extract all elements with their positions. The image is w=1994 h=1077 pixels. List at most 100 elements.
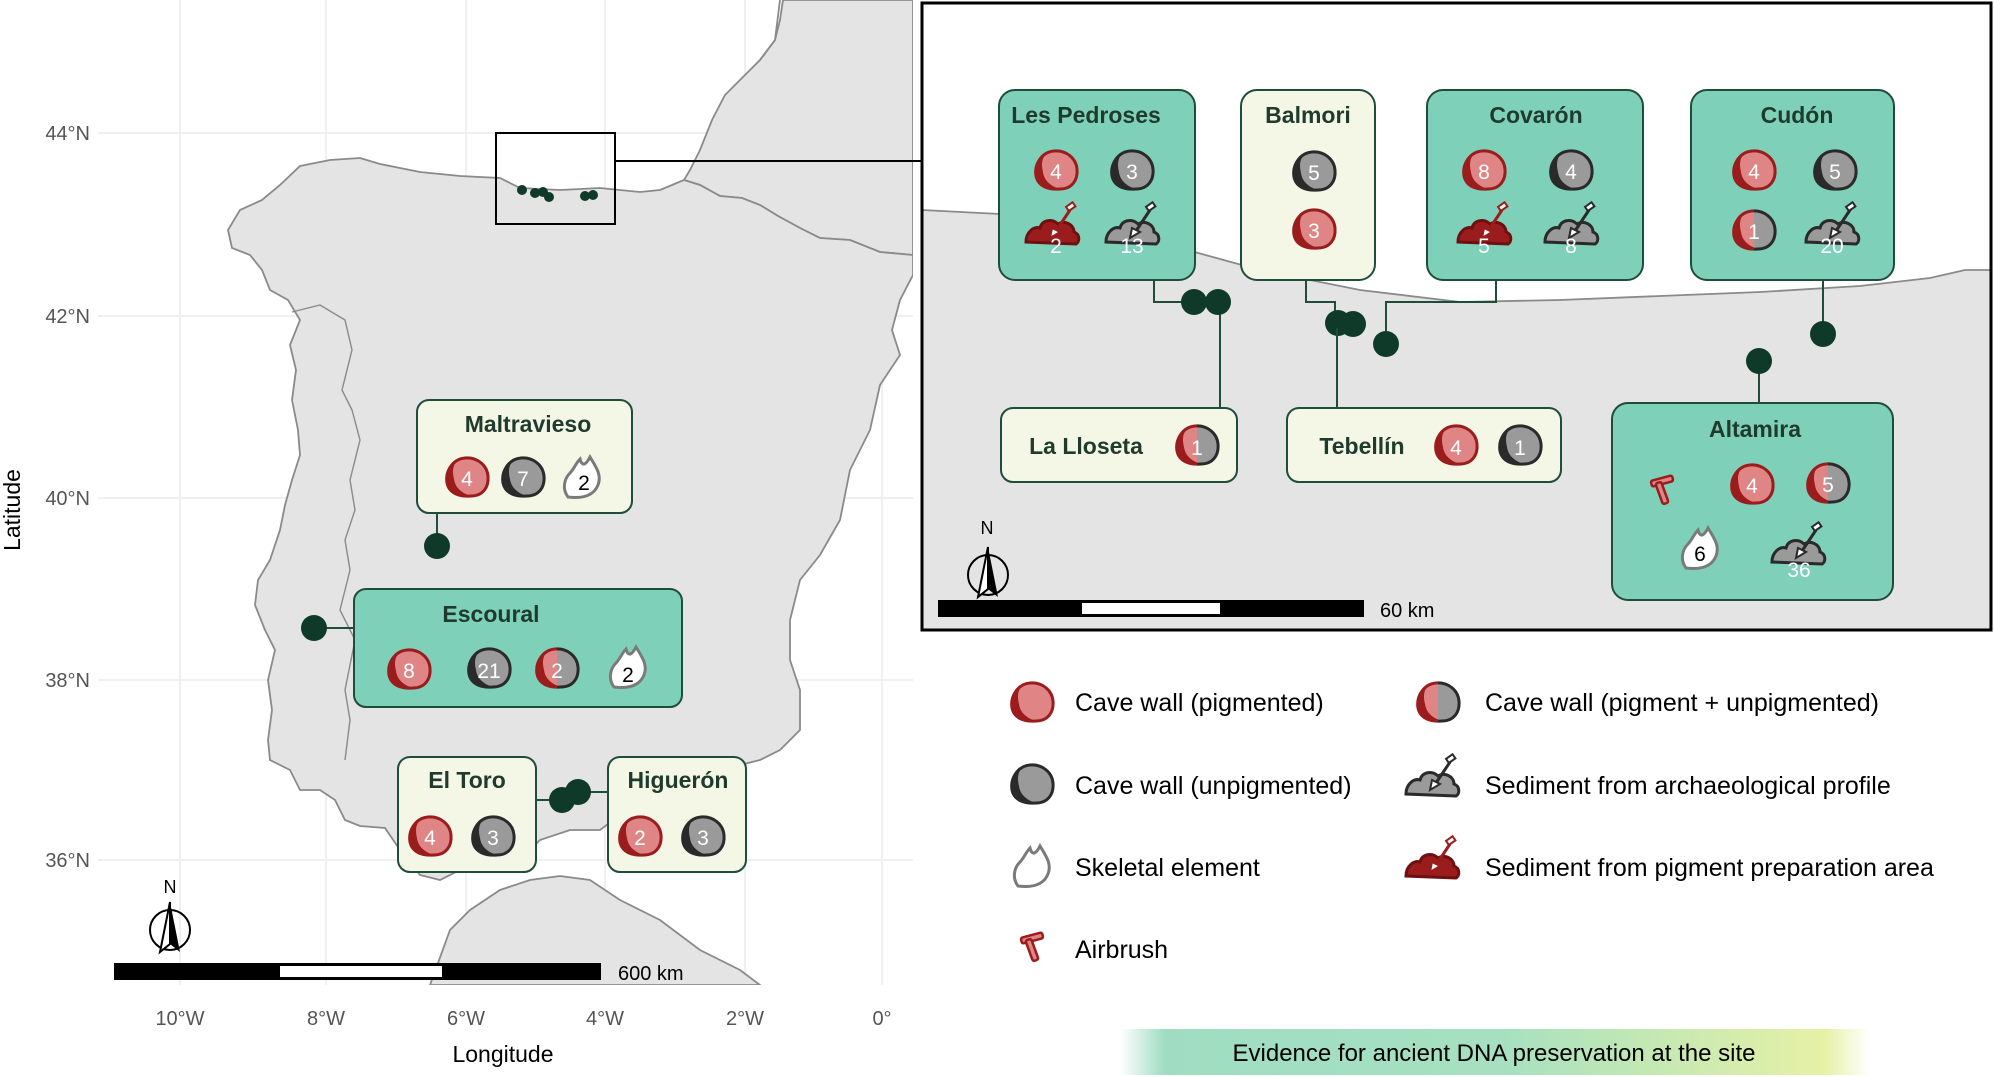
- site-name: Escoural: [442, 601, 539, 627]
- legend-label: Cave wall (pigmented): [1075, 689, 1324, 717]
- svg-text:8°W: 8°W: [307, 1008, 345, 1030]
- count-label: 8: [1565, 235, 1577, 258]
- sediment-profile-icon: [1404, 752, 1461, 798]
- site-name: Higuerón: [628, 767, 729, 793]
- x-tick-labels: 10°W 8°W 6°W 4°W 2°W 0°: [155, 1008, 891, 1030]
- scale-label: 600 km: [618, 963, 684, 985]
- svg-text:10°W: 10°W: [155, 1008, 204, 1030]
- north-africa-landmass: [429, 875, 762, 985]
- site-name: Maltravieso: [465, 411, 592, 437]
- count-label: 3: [1308, 220, 1320, 243]
- maltravieso-site-box[interactable]: Maltravieso 4 7 2: [416, 399, 633, 514]
- evidence-gradient-bar: [1120, 1029, 1870, 1075]
- legend-label: Cave wall (pigment + unpigmented): [1485, 689, 1879, 717]
- count-label: 8: [1478, 161, 1490, 184]
- site-name: Altamira: [1709, 416, 1801, 442]
- site-name: Balmori: [1265, 102, 1351, 128]
- el-toro-site-box[interactable]: El Toro 4 3: [397, 756, 537, 873]
- inset-scale-bar: [938, 600, 1364, 617]
- cave-wall-mixed-icon: [1418, 683, 1459, 721]
- escoural-site-dot[interactable]: [301, 615, 327, 641]
- covaron-site-box[interactable]: Covarón 8 4 5 8: [1426, 89, 1644, 281]
- inset-north-label: N: [981, 518, 994, 538]
- legend: Cave wall (pigmented) Cave wall (unpigme…: [1010, 681, 1934, 1075]
- svg-text:44°N: 44°N: [45, 123, 90, 145]
- count-label: 6: [1694, 543, 1706, 566]
- legend-label: Cave wall (unpigmented): [1075, 772, 1352, 800]
- site-name: Les Pedroses: [1011, 102, 1161, 128]
- site-name: Cudón: [1761, 102, 1834, 128]
- covaron-site-dot[interactable]: [1373, 331, 1399, 357]
- tebellin-site-box[interactable]: Tebellín 4 1: [1286, 407, 1562, 483]
- svg-text:40°N: 40°N: [45, 488, 90, 510]
- svg-text:6°W: 6°W: [447, 1008, 485, 1030]
- cudon-site-box[interactable]: Cudón 4 5 1 20: [1690, 89, 1895, 281]
- les-pedroses-site-box[interactable]: Les Pedroses 4 3 2 13: [998, 89, 1196, 281]
- higueron-site-dot[interactable]: [565, 779, 591, 805]
- portugal-spain-border: [291, 304, 361, 761]
- cantabria-site-dots: [517, 185, 598, 202]
- cave-wall-pigmented-icon: [1010, 681, 1055, 723]
- count-label: 4: [1450, 437, 1462, 460]
- site-name: El Toro: [428, 767, 506, 793]
- mediterranean-coast-line: [759, 0, 781, 61]
- altamira-site-box[interactable]: Altamira 4 5 6 36: [1611, 402, 1894, 601]
- count-label: 5: [1308, 162, 1320, 185]
- count-label: 2: [551, 660, 563, 683]
- cudon-site-dot[interactable]: [1810, 321, 1836, 347]
- count-label: 2: [622, 664, 634, 687]
- legend-label: Sediment from archaeological profile: [1485, 772, 1891, 800]
- count-label: 1: [1748, 221, 1760, 244]
- altamira-site-dot[interactable]: [1746, 348, 1772, 374]
- x-axis-label: Longitude: [452, 1041, 553, 1067]
- count-label: 5: [1822, 474, 1834, 497]
- y-tick-labels: 44°N 42°N 40°N 38°N 36°N: [45, 123, 90, 872]
- svg-text:0°: 0°: [872, 1008, 891, 1030]
- scale-bar: [114, 963, 601, 980]
- y-axis-label: Latitude: [0, 469, 25, 551]
- north-arrow-icon: [149, 901, 191, 953]
- count-label: 1: [1191, 437, 1203, 460]
- svg-text:38°N: 38°N: [45, 670, 90, 692]
- tebellin-site-dot[interactable]: [1340, 311, 1366, 337]
- count-label: 7: [517, 468, 529, 491]
- count-label: 3: [697, 827, 709, 850]
- inset-scale-label: 60 km: [1380, 600, 1434, 622]
- count-label: 21: [477, 660, 500, 683]
- la-lloseta-site-box[interactable]: La Lloseta 1: [1000, 407, 1238, 483]
- count-label: 13: [1120, 235, 1143, 258]
- legend-label: Skeletal element: [1075, 854, 1260, 882]
- site-name: La Lloseta: [1029, 433, 1143, 459]
- site-name: Tebellín: [1319, 433, 1404, 459]
- count-label: 4: [461, 468, 473, 491]
- legend-label: Airbrush: [1075, 936, 1168, 964]
- skeletal-element-icon: [1012, 844, 1051, 888]
- svg-text:42°N: 42°N: [45, 306, 90, 328]
- legend-label: Sediment from pigment preparation area: [1485, 854, 1934, 882]
- inset-frame: [920, 1, 1993, 632]
- count-label: 20: [1820, 235, 1843, 258]
- count-label: 3: [487, 827, 499, 850]
- sediment-pigment-area-icon: [1404, 834, 1461, 880]
- count-label: 4: [424, 827, 436, 850]
- svg-text:4°W: 4°W: [586, 1008, 624, 1030]
- count-label: 36: [1787, 559, 1810, 582]
- higueron-site-box[interactable]: Higuerón 2 3: [607, 756, 747, 873]
- count-label: 4: [1748, 161, 1760, 184]
- escoural-site-box[interactable]: Escoural 8 21 2 2: [353, 588, 683, 708]
- les-pedroses-site-dot[interactable]: [1181, 289, 1207, 315]
- la-lloseta-site-dot[interactable]: [1205, 289, 1231, 315]
- count-label: 2: [1050, 235, 1062, 258]
- site-name: Covarón: [1489, 102, 1582, 128]
- cave-wall-unpigmented-icon: [1010, 763, 1055, 805]
- count-label: 4: [1746, 475, 1758, 498]
- count-label: 3: [1126, 161, 1138, 184]
- maltravieso-site-dot[interactable]: [424, 533, 450, 559]
- svg-text:2°W: 2°W: [726, 1008, 764, 1030]
- main-map: Maltravieso 4 7 2 Escoural 8 21 2 2: [0, 0, 922, 1067]
- balmori-site-box[interactable]: Balmori 5 3: [1240, 89, 1376, 281]
- svg-text:36°N: 36°N: [45, 850, 90, 872]
- count-label: 2: [578, 472, 590, 495]
- count-label: 8: [403, 660, 415, 683]
